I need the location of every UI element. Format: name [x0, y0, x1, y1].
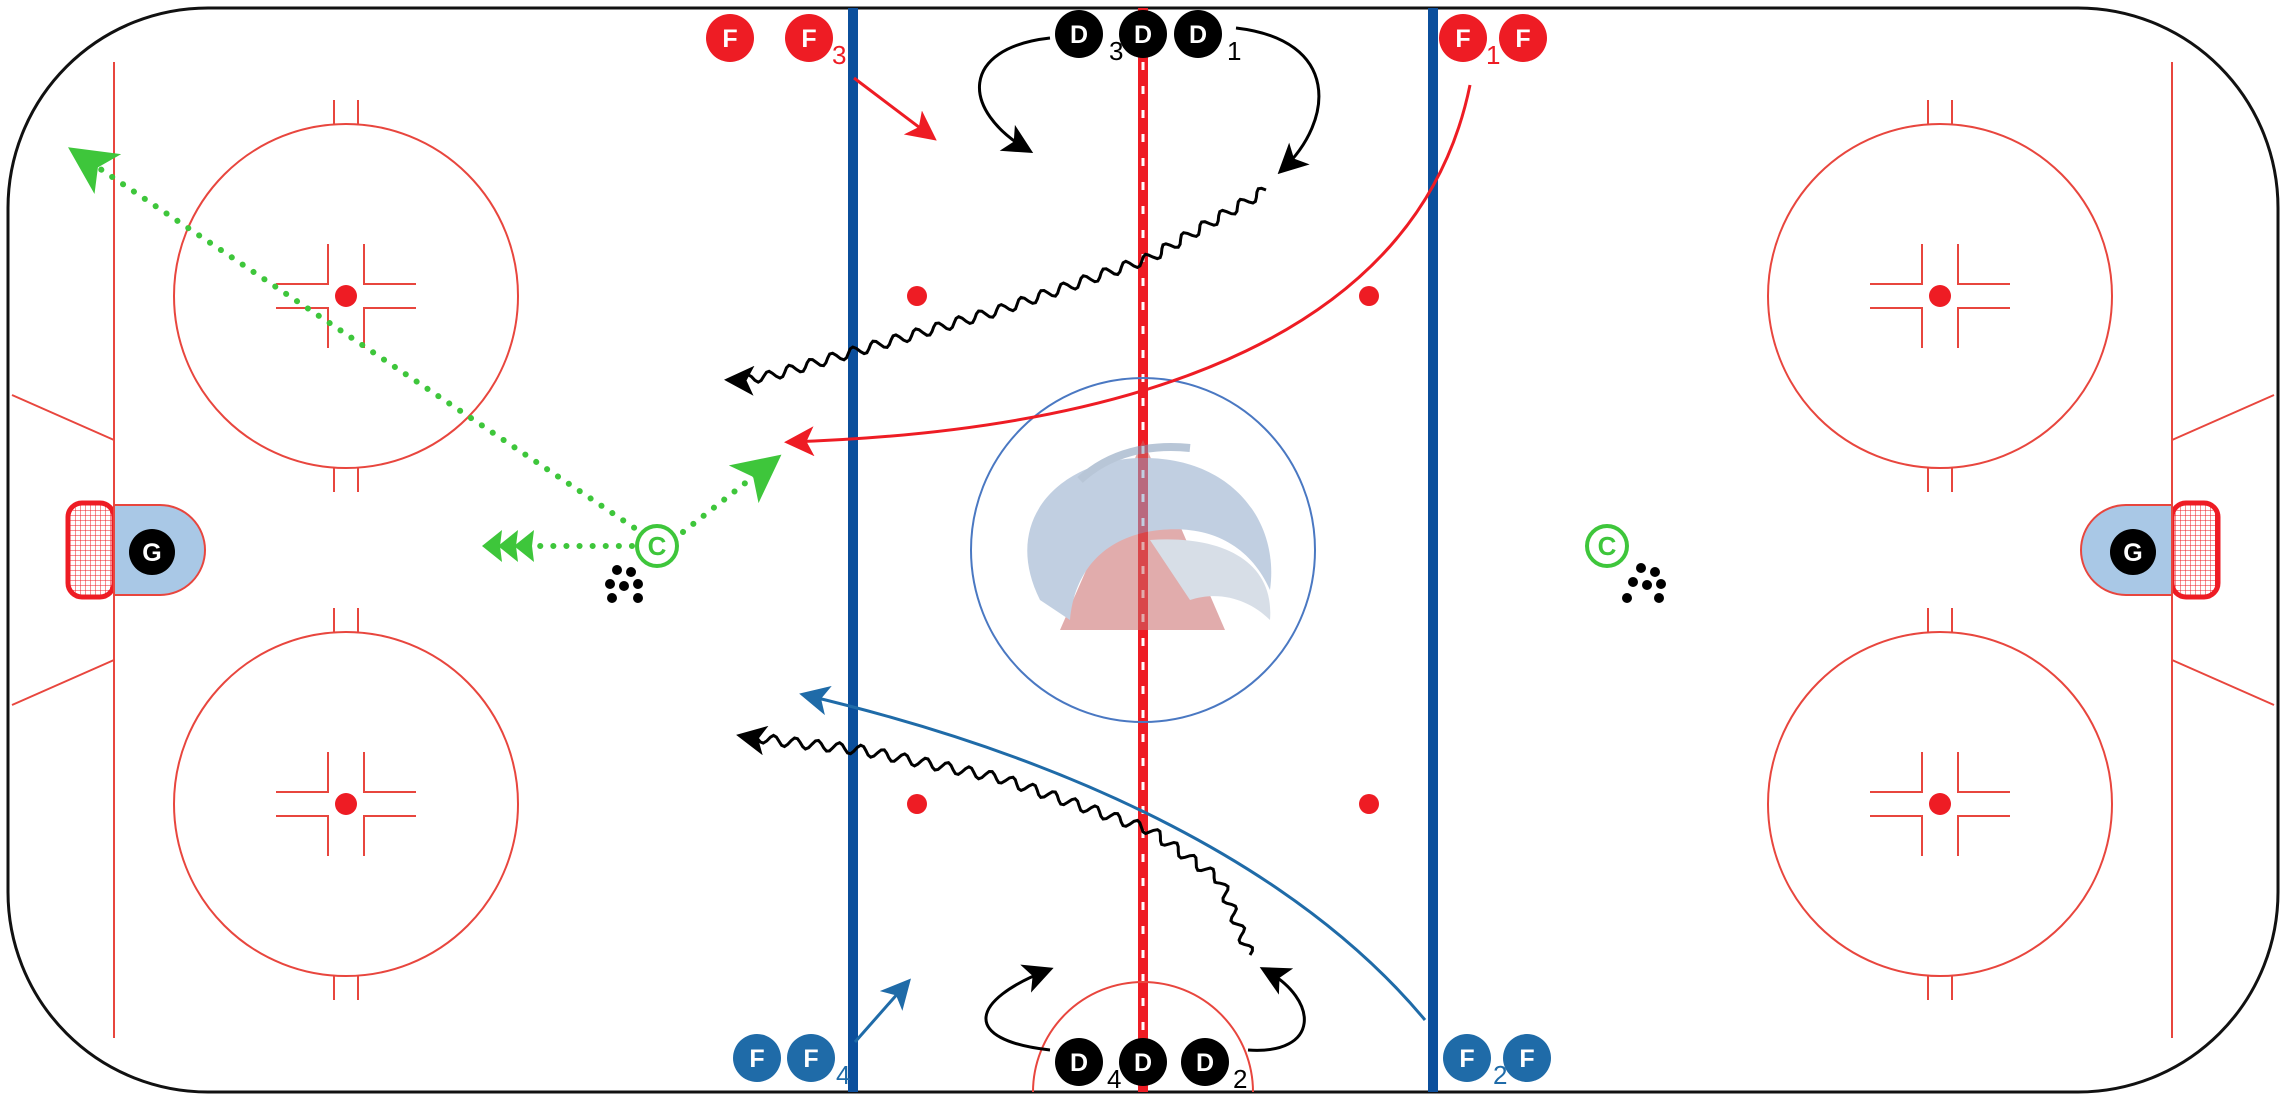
player-label: D	[1134, 21, 1152, 49]
player-number: 1	[1227, 36, 1241, 66]
player-label: F	[801, 25, 816, 53]
player-label: F	[1519, 1045, 1534, 1073]
player-label: F	[1459, 1045, 1474, 1073]
blue-f2-skate-path	[799, 685, 1427, 1021]
coach-right-label: C	[1598, 531, 1617, 561]
player-label: D	[1196, 1049, 1214, 1077]
player-marker	[1181, 1038, 1229, 1086]
player-f4: F4	[787, 1034, 850, 1090]
coach-pass-arrow-upright	[680, 454, 782, 535]
goalie-right-label: G	[2123, 539, 2142, 567]
faceoff-circle-3	[1767, 100, 2113, 492]
puck-pile-left	[605, 565, 643, 603]
player-marker	[1503, 1034, 1551, 1082]
faceoff-circle-4	[1767, 608, 2113, 1000]
trapezoid-lines	[11, 394, 2275, 706]
coach-left-label: C	[648, 531, 667, 561]
shot-arrowhead-icon	[482, 530, 534, 562]
faceoff-dot	[1929, 285, 1951, 307]
faceoff-dot	[335, 793, 357, 815]
coach-left: C	[635, 524, 679, 568]
player-number: 1	[1486, 40, 1500, 70]
player-marker	[1174, 10, 1222, 58]
player-bottom-right-f: F	[1503, 1034, 1551, 1082]
goalie-left-label: G	[142, 539, 161, 567]
player-label: F	[1455, 25, 1470, 53]
player-marker	[1443, 1034, 1491, 1082]
player-marker	[1119, 1038, 1167, 1086]
player-marker	[733, 1034, 781, 1082]
player-d2: D2	[1181, 1038, 1247, 1094]
faceoff-circles	[173, 100, 2113, 1000]
d-puck-carry-path-top	[724, 186, 1267, 396]
blue-line-right	[1428, 8, 1438, 1092]
player-bottom-left-f: F	[733, 1034, 781, 1082]
player-number: 4	[836, 1060, 850, 1090]
player-d3: D3	[1055, 10, 1123, 66]
player-label: F	[1515, 25, 1530, 53]
net-left	[65, 500, 117, 600]
d3-curl-arrow	[978, 36, 1051, 154]
center-logo	[1027, 440, 1272, 630]
player-d1: D1	[1174, 10, 1241, 66]
faceoff-circle-2	[173, 608, 519, 1000]
center-circle	[970, 377, 1316, 723]
blue-f4-skate-arrow	[853, 978, 911, 1043]
player-marker	[1119, 10, 1167, 58]
faceoff-dot	[335, 285, 357, 307]
goalie-right: G	[2110, 529, 2156, 575]
faceoff-circle-1	[173, 100, 519, 492]
puck-pile-right	[1622, 563, 1666, 603]
player-number: 2	[1233, 1064, 1247, 1094]
neutral-zone-dots	[907, 286, 1379, 814]
player-f2: F2	[1443, 1034, 1507, 1090]
player-label: F	[749, 1045, 764, 1073]
player-d-top-center: D	[1119, 10, 1167, 58]
player-marker	[1055, 10, 1103, 58]
player-d-bottom-center: D	[1119, 1038, 1167, 1086]
player-label: D	[1070, 1049, 1088, 1077]
player-marker	[787, 1034, 835, 1082]
goalie-left: G	[129, 529, 175, 575]
player-top-right-f: F	[1499, 14, 1547, 62]
referee-crease	[1032, 981, 1254, 1093]
player-marker	[1055, 1038, 1103, 1086]
player-number: 3	[1109, 36, 1123, 66]
player-label: D	[1134, 1049, 1152, 1077]
player-d4: D4	[1055, 1038, 1121, 1094]
player-top-left-f: F	[706, 14, 754, 62]
d4-curl-arrow	[984, 964, 1054, 1052]
goal-right	[2080, 500, 2221, 600]
blue-line-left	[848, 8, 858, 1092]
net-right	[2169, 500, 2221, 600]
player-label: D	[1070, 21, 1088, 49]
player-number: 2	[1493, 1060, 1507, 1090]
player-marker	[706, 14, 754, 62]
player-marker	[1439, 14, 1487, 62]
red-f1-skate-path	[784, 84, 1472, 457]
coach-right: C	[1585, 524, 1629, 568]
d2-curl-arrow	[1247, 967, 1306, 1052]
coach-pass-arrow-upleft	[68, 147, 648, 538]
d-puck-carry-path-bottom	[736, 725, 1254, 956]
player-marker	[1499, 14, 1547, 62]
player-label: F	[803, 1045, 818, 1073]
player-label: F	[722, 25, 737, 53]
red-f3-skate-arrow	[853, 76, 937, 141]
faceoff-dot	[1929, 793, 1951, 815]
player-number: 3	[832, 40, 846, 70]
player-label: D	[1189, 21, 1207, 49]
d1-curl-arrow	[1235, 26, 1321, 175]
player-number: 4	[1107, 1064, 1121, 1094]
player-f3: F3	[785, 14, 846, 70]
player-marker	[785, 14, 833, 62]
player-f1: F1	[1439, 14, 1500, 70]
